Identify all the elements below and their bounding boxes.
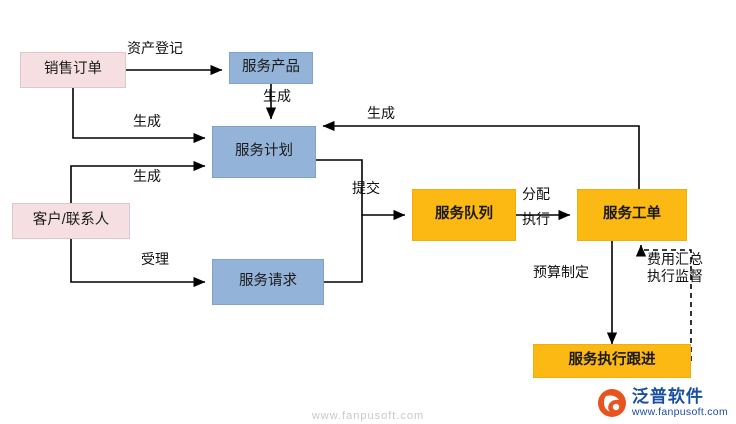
edge-work-order-to-service-plan bbox=[322, 120, 640, 189]
edge-label-accept: 受理 bbox=[141, 251, 169, 267]
edge-service-plan-to-service-queue bbox=[316, 159, 406, 221]
node-customer-contact[interactable]: 客户/联系人 bbox=[12, 203, 130, 239]
edge-label-generate-order-plan: 生成 bbox=[133, 113, 161, 129]
edge-label-cost-summary: 费用汇总 bbox=[647, 251, 703, 267]
node-service-product[interactable]: 服务产品 bbox=[229, 52, 313, 84]
edge-sales-order-to-service-plan bbox=[72, 88, 206, 144]
edge-service-request-to-service-queue bbox=[324, 215, 363, 283]
node-service-execution-follow[interactable]: 服务执行跟进 bbox=[533, 344, 691, 378]
edge-label-generate-customer-plan: 生成 bbox=[133, 168, 161, 184]
node-label: 服务队列 bbox=[435, 206, 493, 223]
node-service-request[interactable]: 服务请求 bbox=[212, 259, 324, 305]
node-work-order[interactable]: 服务工单 bbox=[577, 189, 687, 241]
brand-name-cn: 泛普软件 bbox=[631, 387, 704, 407]
watermark-text: www.fanpusoft.com bbox=[311, 410, 425, 422]
node-label: 服务计划 bbox=[235, 143, 293, 160]
edge-label-generate-workorder-plan: 生成 bbox=[367, 105, 395, 121]
edge-label-submit: 提交 bbox=[352, 180, 380, 196]
node-sales-order[interactable]: 销售订单 bbox=[20, 52, 126, 88]
edge-label-budget-plan: 预算制定 bbox=[533, 264, 589, 280]
node-label: 客户/联系人 bbox=[32, 212, 110, 229]
node-label: 服务产品 bbox=[242, 59, 300, 76]
edge-customer-to-service-plan bbox=[70, 160, 206, 203]
node-label: 服务执行跟进 bbox=[568, 352, 656, 369]
brand-logo: 泛普软件 www.fanpusoft.com bbox=[597, 388, 728, 418]
node-service-queue[interactable]: 服务队列 bbox=[412, 189, 516, 241]
edge-label-execution-monitor: 执行监督 bbox=[647, 268, 703, 284]
brand-name-en: www.fanpusoft.com bbox=[631, 406, 728, 419]
edge-execution-follow-to-work-order-dashed bbox=[635, 244, 692, 361]
node-label: 销售订单 bbox=[44, 61, 102, 78]
edge-label-assign: 分配 bbox=[522, 186, 550, 202]
fanpu-logo-icon bbox=[597, 388, 627, 418]
node-label: 服务请求 bbox=[239, 273, 297, 290]
edge-label-asset-register: 资产登记 bbox=[127, 40, 183, 56]
node-service-plan[interactable]: 服务计划 bbox=[212, 126, 316, 178]
node-label: 服务工单 bbox=[603, 206, 661, 223]
edge-customer-to-service-request bbox=[70, 239, 206, 288]
edge-label-execute: 执行 bbox=[522, 211, 550, 227]
brand-text: 泛普软件 www.fanpusoft.com bbox=[632, 388, 728, 418]
edge-label-generate-product-plan: 生成 bbox=[263, 88, 291, 104]
